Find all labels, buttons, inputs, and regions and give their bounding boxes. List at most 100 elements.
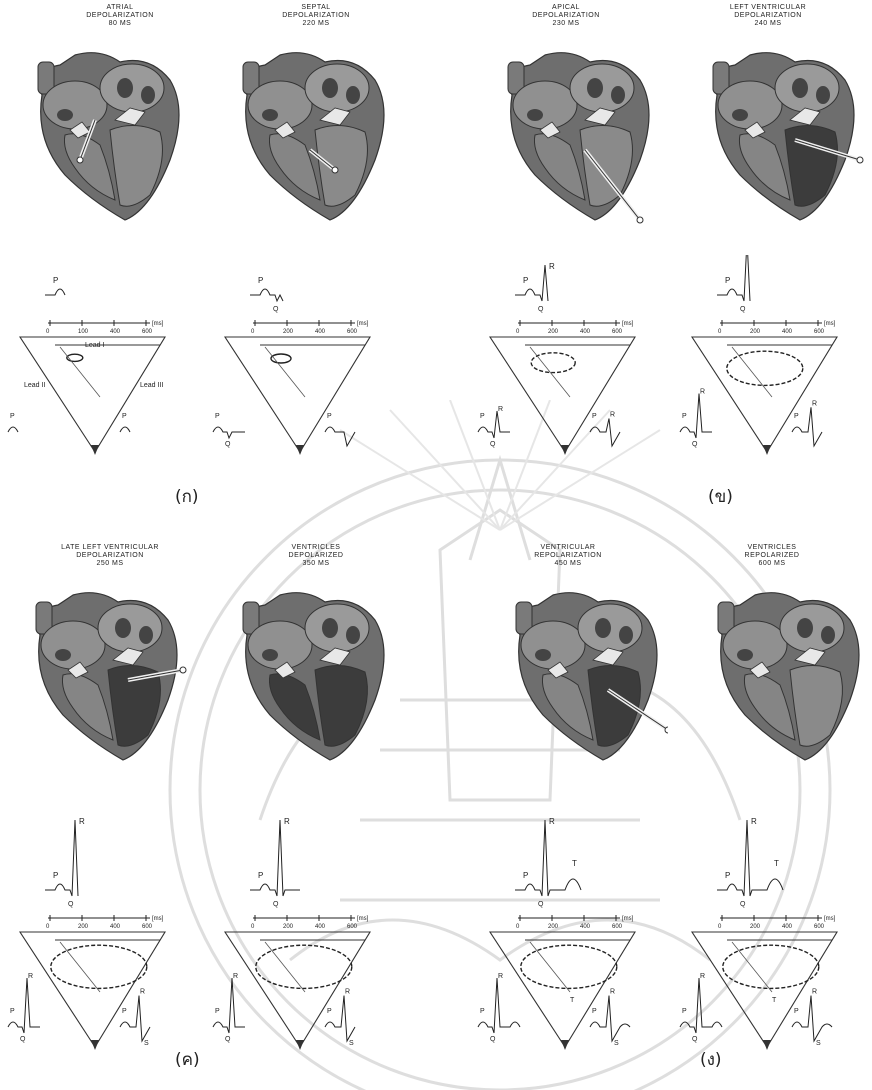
time-unit-label: [ms]	[152, 916, 164, 922]
left-ventricle	[785, 125, 837, 206]
lead-ii-p-label: P	[480, 413, 485, 420]
group-label-1: (ก)	[175, 483, 199, 510]
vena-cava	[737, 649, 753, 661]
lead-ii-p-label: P	[215, 413, 220, 420]
wave-label-r: R	[549, 817, 555, 826]
time-tick-label: 200	[750, 924, 761, 930]
wave-label-p: P	[725, 871, 730, 880]
lead-iii-trace	[325, 996, 355, 1042]
lead-ii-q-label: Q	[225, 1036, 231, 1043]
time-unit-label: [ms]	[824, 321, 836, 327]
ecg-trace	[717, 255, 750, 301]
lead-ii-trace	[8, 427, 18, 432]
lead-iii-trace	[590, 419, 620, 447]
einthoven-diagram-repol: PQRT0200400600[ms]PQRPRST	[470, 755, 670, 1060]
triangle-apex-arrow	[91, 1040, 99, 1050]
lead-iii-trace	[792, 996, 832, 1042]
vena-cava	[732, 109, 748, 121]
pulmonary-vein	[587, 78, 603, 98]
right-atrium	[513, 81, 577, 129]
time-tick-label: 600	[814, 329, 825, 335]
lead-ii-label: Lead II	[24, 382, 45, 389]
pulmonary-vein	[115, 618, 131, 638]
vector-loop	[531, 353, 575, 373]
vector-loop	[723, 945, 819, 988]
time-tick-label: 0	[718, 329, 722, 335]
triangle-apex-arrow	[91, 445, 99, 455]
time-tick-label: 400	[782, 329, 793, 335]
lead-t-label: T	[570, 997, 575, 1004]
lead-ii-r-label: R	[498, 973, 503, 980]
time-tick-label: 0	[46, 329, 50, 335]
heart-illustration-repolarized	[700, 590, 870, 765]
lead-iii-trace	[590, 996, 630, 1042]
pulmonary-vein	[595, 618, 611, 638]
right-atrium	[248, 621, 312, 669]
lead-iii-s-label: S	[614, 1040, 619, 1047]
time-tick-label: 600	[612, 924, 623, 930]
panel-title-late: LATE LEFT VENTRICULARDEPOLARIZATION250 m…	[40, 544, 180, 568]
time-tick-label: 200	[750, 329, 761, 335]
lead-iii-p-label: P	[794, 413, 799, 420]
time-tick-label: 400	[110, 329, 121, 335]
einthoven-triangle	[225, 337, 370, 452]
vector-loop	[727, 351, 803, 385]
lead-ii-p-label: P	[10, 1008, 15, 1015]
vector-arrow-head	[180, 667, 186, 673]
wave-label-p: P	[258, 871, 263, 880]
time-tick-label: 400	[110, 924, 121, 930]
lead-ii-q-label: Q	[20, 1036, 26, 1043]
ecg-trace	[250, 820, 300, 896]
lead-i-label: Lead I	[85, 342, 105, 349]
einthoven-diagram-septal: PQ0200400600[ms]PQP	[205, 255, 405, 465]
lead-iii-trace	[120, 427, 130, 432]
pulmonary-vein	[821, 626, 835, 644]
right-atrium	[43, 81, 107, 129]
time-tick-label: 600	[142, 329, 153, 335]
lead-ii-trace	[213, 427, 245, 438]
einthoven-diagram-atrial: P0100400600[ms]Lead ILead IILead IIIPP	[0, 255, 200, 465]
vector-arrow-head	[665, 727, 668, 733]
right-atrium	[41, 621, 105, 669]
time-tick-label: 200	[548, 329, 559, 335]
ecg-trace	[515, 265, 548, 301]
lead-iii-r-label: R	[140, 989, 145, 996]
left-ventricle	[110, 125, 162, 206]
lead-iii-p-label: P	[122, 413, 127, 420]
wave-label-q: Q	[538, 306, 544, 313]
lead-ii-trace	[213, 978, 245, 1033]
lead-iii-p-label: P	[592, 1008, 597, 1015]
right-atrium	[248, 81, 312, 129]
pulmonary-vein	[139, 626, 153, 644]
lead-iii-s-label: S	[816, 1040, 821, 1047]
time-tick-label: 200	[283, 924, 294, 930]
time-tick-label: 200	[283, 329, 294, 335]
heart-illustration-depol	[225, 590, 395, 765]
time-unit-label: [ms]	[357, 916, 369, 922]
pulmonary-vein	[346, 86, 360, 104]
lead-iii-trace	[120, 996, 150, 1042]
time-tick-label: 400	[580, 329, 591, 335]
time-tick-label: 400	[315, 924, 326, 930]
vector-arrow-head	[637, 217, 643, 223]
time-tick-label: 600	[142, 924, 153, 930]
triangle-apex-arrow	[763, 445, 771, 455]
ecg-trace	[45, 820, 78, 896]
lead-ii-r-label: R	[28, 973, 33, 980]
lead-ii-p-label: P	[480, 1008, 485, 1015]
lead-iii-label: Lead III	[140, 382, 163, 389]
lead-iii-p-label: P	[592, 413, 597, 420]
panel-title-atrial: ATRIALDEPOLARIZATION80 ms	[50, 4, 190, 28]
lead-iii-r-label: R	[812, 989, 817, 996]
vector-loop	[51, 945, 147, 988]
wave-label-q: Q	[273, 306, 279, 313]
pulmonary-vein	[619, 626, 633, 644]
pulmonary-vein	[141, 86, 155, 104]
vector-loop	[521, 945, 617, 988]
left-ventricle	[790, 665, 842, 746]
lead-ii-trace	[478, 978, 520, 1033]
